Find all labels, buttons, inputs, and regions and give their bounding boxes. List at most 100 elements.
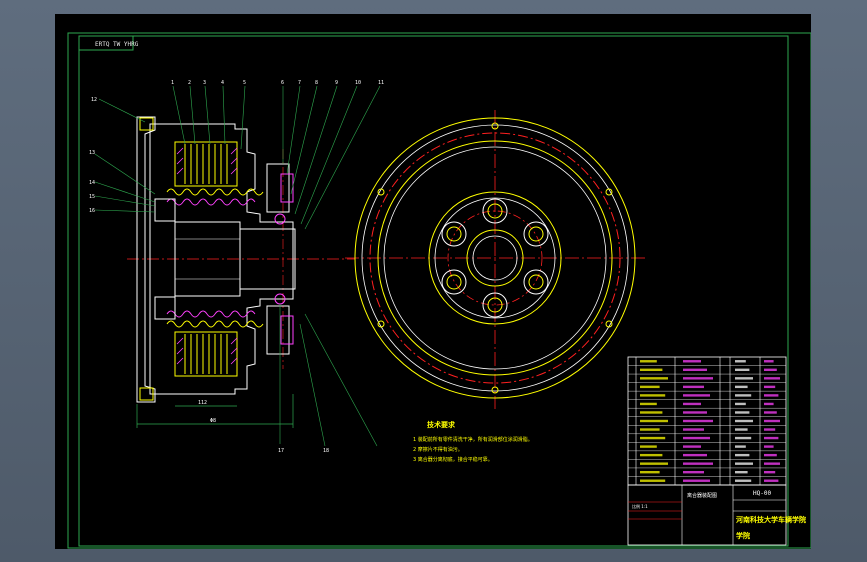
bom-cell-text <box>735 385 748 389</box>
bom-cell-text <box>683 402 701 406</box>
bom-cell-text <box>683 445 701 448</box>
leader-label: 2 <box>188 80 191 86</box>
inner-border <box>78 35 789 547</box>
bom-cell-text <box>735 471 748 474</box>
leader-label: 12 <box>91 97 97 103</box>
leader-label: 14 <box>89 180 95 186</box>
assembly-drawing: ERTQ TW YHRG <box>67 32 811 549</box>
bom-cell-text <box>683 453 707 457</box>
section-view: 112 Φ8 <box>127 116 355 428</box>
bom-cell-text <box>764 419 780 423</box>
bom-cell-text <box>764 385 776 389</box>
bom-cell-text <box>640 368 663 371</box>
leader-label: 9 <box>335 80 338 86</box>
bom-cell-text <box>640 436 666 440</box>
bom-cell-text <box>640 360 657 363</box>
bom-cell-text <box>640 428 660 431</box>
bom-cell-text <box>640 445 657 448</box>
bom-cell-text <box>683 479 710 482</box>
bom-cell-text <box>640 394 666 397</box>
bom-cell-text <box>735 394 752 397</box>
leader-label: 3 <box>203 80 206 86</box>
leader-lines <box>94 85 381 447</box>
bom-cell-text <box>640 462 668 465</box>
bom-table <box>627 356 787 486</box>
bom-cell-text <box>735 462 753 465</box>
leader-label: 13 <box>89 150 95 156</box>
school-line2: 学院 <box>736 531 750 540</box>
bom-cell-text <box>683 368 707 371</box>
bom-cell-text <box>735 377 753 380</box>
leader-label: 18 <box>323 448 329 454</box>
drawing-name: 离合器装配图 <box>687 492 717 499</box>
bom-cell-text <box>735 402 746 406</box>
bom-cell-text <box>683 385 704 389</box>
leader-label: 4 <box>221 80 224 86</box>
dim-large: Φ8 <box>210 418 216 424</box>
bom-cell-text <box>683 377 713 380</box>
bom-cell-text <box>683 462 713 465</box>
outer-border <box>67 32 811 549</box>
bom-cell-text <box>683 360 701 363</box>
tech-req-item: 3 离合器分离彻底，接合平稳可靠。 <box>413 456 493 463</box>
leader-label: 11 <box>378 80 384 86</box>
bom-cell-text <box>735 411 750 414</box>
scale-note: 比例 1:1 <box>632 503 648 509</box>
bom-cell-text <box>764 402 774 406</box>
bom-cell-text <box>640 385 660 389</box>
bom-cell-text <box>735 479 752 482</box>
bom-cell-text <box>640 453 663 457</box>
sheet-tag-box <box>78 35 134 51</box>
cad-viewport[interactable]: ERTQ TW YHRG <box>55 14 811 549</box>
dim-small: 112 <box>198 400 207 406</box>
bom-cell-text <box>764 471 776 474</box>
school-name: 河南科技大学车辆学院 <box>736 515 806 524</box>
bom-cell-text <box>640 479 666 482</box>
bom-cell-text <box>764 453 777 457</box>
bom-cell-text <box>764 445 774 448</box>
leader-label: 17 <box>278 448 284 454</box>
bom-cell-text <box>640 471 660 474</box>
tech-req-heading: 技术要求 <box>427 420 456 429</box>
tech-req-item: 1 装配前所有零件清洗干净，所有润滑部位涂润滑脂。 <box>413 436 533 443</box>
bom-cell-text <box>683 471 704 474</box>
leader-label: 10 <box>355 80 361 86</box>
bom-cell-text <box>764 368 777 371</box>
bom-cell-text <box>764 436 779 440</box>
bom-cell-text <box>764 377 780 380</box>
bom-cell-text <box>683 394 710 397</box>
bom-cell-text <box>764 462 780 465</box>
drawing-code: HQ-00 <box>753 490 771 497</box>
bom-cell-text <box>683 411 707 414</box>
leader-label: 7 <box>298 80 301 86</box>
leader-label: 1 <box>171 80 174 86</box>
bom-cell-text <box>735 445 746 448</box>
sheet-tag: ERTQ TW YHRG <box>95 41 139 48</box>
leader-label: 6 <box>281 80 284 86</box>
leader-label: 8 <box>315 80 318 86</box>
bom-cell-text <box>735 368 750 371</box>
bom-cell-text <box>683 428 704 431</box>
bom-cell-text <box>640 419 668 423</box>
title-block: HQ-00 离合器装配图 比例 1:1 河南科技大学车辆学院 学院 <box>627 484 806 546</box>
bom-cell-text <box>764 360 774 363</box>
bom-cell-text <box>683 419 713 423</box>
leader-label: 16 <box>89 208 95 214</box>
bom-cell-text <box>764 479 779 482</box>
bom-cell-text <box>735 419 753 423</box>
bom-cell-text <box>764 394 779 397</box>
bom-cell-text <box>735 453 750 457</box>
bom-cell-text <box>735 436 752 440</box>
tech-requirements: 技术要求 1 装配前所有零件清洗干净，所有润滑部位涂润滑脂。 2 摩擦片不得有油… <box>413 420 533 463</box>
leader-label-group: 1 2 3 4 5 6 7 8 9 10 11 12 13 14 15 16 1… <box>89 80 384 454</box>
tech-req-item: 2 摩擦片不得有油污。 <box>413 446 463 453</box>
leader-label: 5 <box>243 80 246 86</box>
bom-cell-text <box>640 377 668 380</box>
bom-cell-text <box>683 436 710 440</box>
bom-cell-text <box>640 411 663 414</box>
end-view <box>345 110 647 409</box>
bom-cell-text <box>764 411 777 414</box>
leader-label: 15 <box>89 194 95 200</box>
bom-cell-text <box>764 428 776 431</box>
bom-cell-text <box>735 428 748 431</box>
